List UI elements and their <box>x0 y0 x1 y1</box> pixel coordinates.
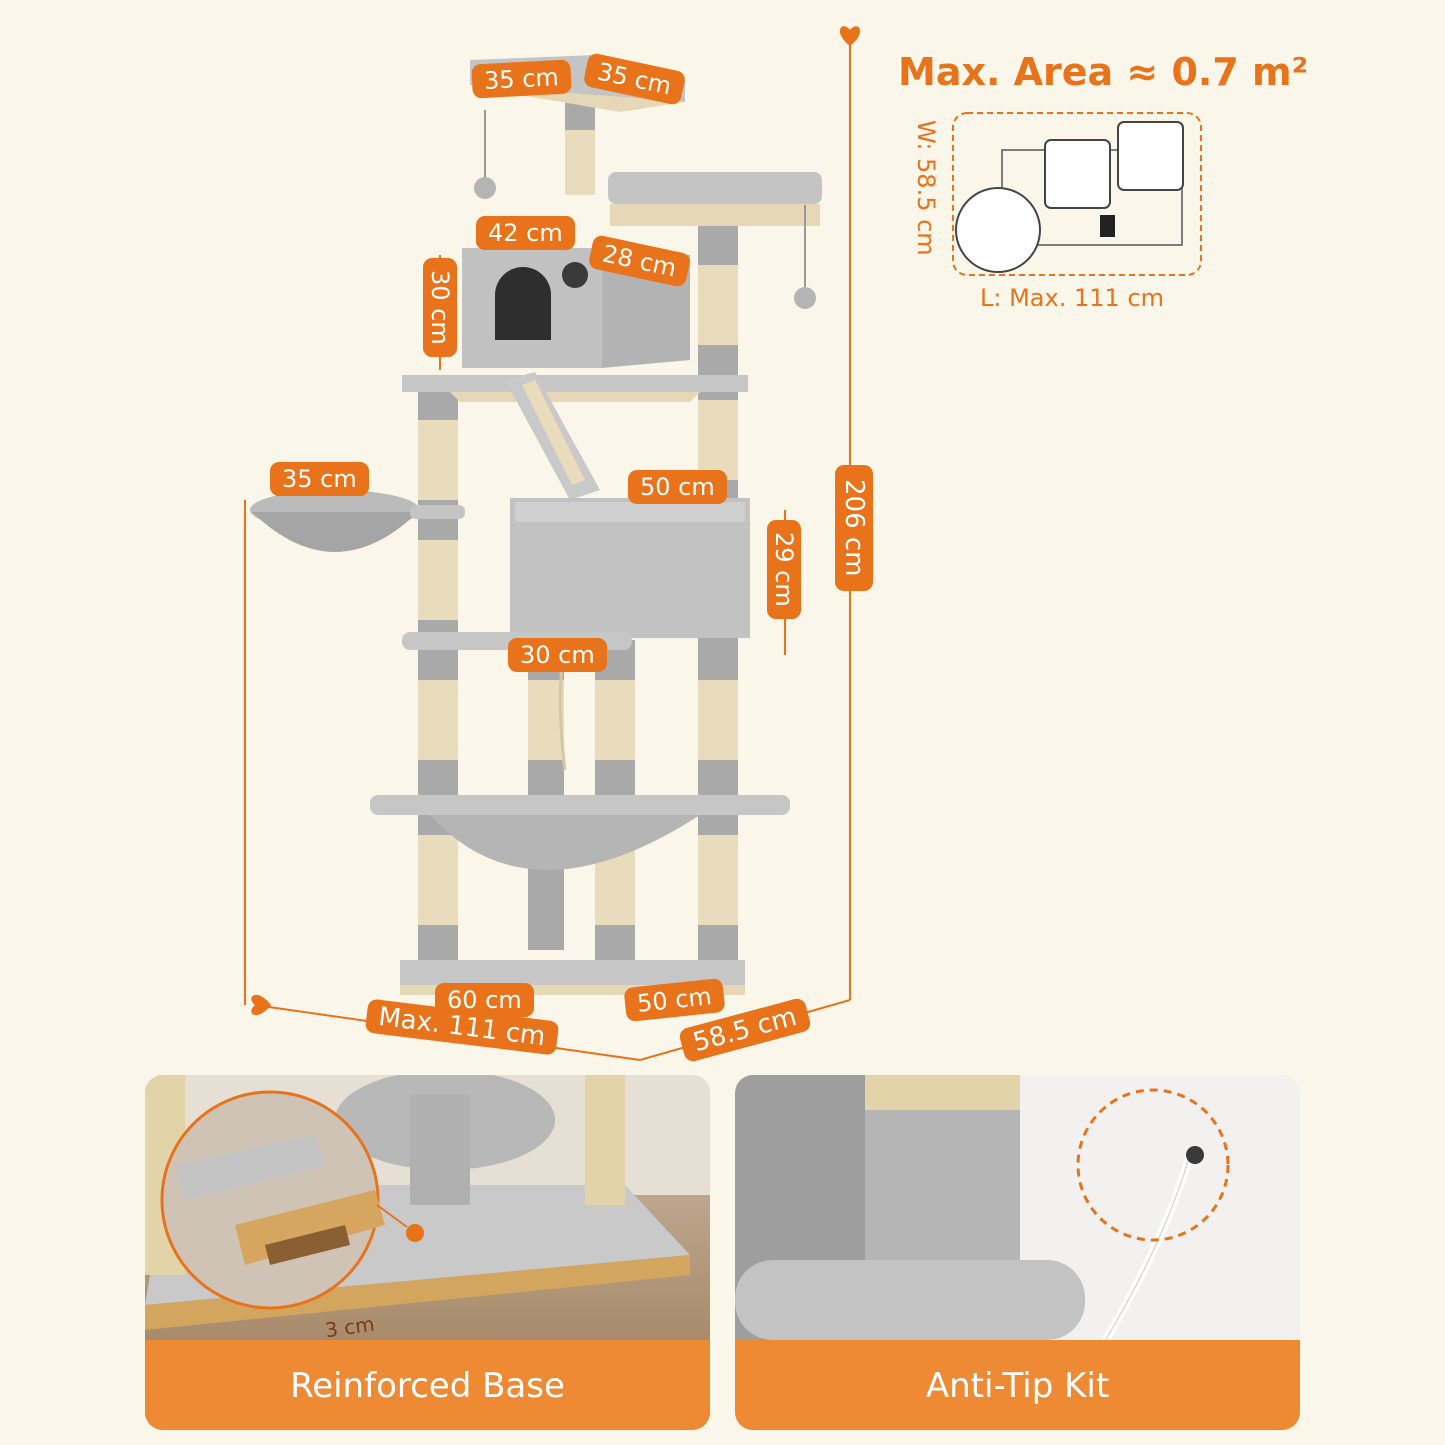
cat-tree-illustration <box>244 26 861 1061</box>
max-area-title: Max. Area ≈ 0.7 m² <box>898 50 1309 94</box>
heart-marker-icon <box>839 26 861 46</box>
footprint-diagram <box>952 112 1202 276</box>
anti-tip-caption: Anti-Tip Kit <box>735 1340 1300 1430</box>
condo-height-dimension: 30 cm <box>423 258 457 357</box>
base-illustration <box>145 1075 710 1330</box>
heart-marker-icon <box>251 994 271 1016</box>
box-width-dimension: 50 cm <box>628 470 727 504</box>
box-height-dimension: 29 cm <box>767 520 801 619</box>
reinforced-base-panel: 3 cm Reinforced Base <box>145 1075 710 1430</box>
platform-width-dimension: 30 cm <box>508 638 607 672</box>
condo-width-dimension: 42 cm <box>476 216 575 250</box>
basket-width-dimension: 35 cm <box>270 462 369 496</box>
footprint-length-label: L: Max. 111 cm <box>980 284 1164 312</box>
footprint-width-label: W: 58.5 cm <box>912 120 940 256</box>
total-height-dimension: 206 cm <box>835 465 873 591</box>
anti-tip-panel: Anti-Tip Kit <box>735 1075 1300 1430</box>
top-perch-left-dimension: 35 cm <box>471 59 572 99</box>
reinforced-base-caption: Reinforced Base <box>145 1340 710 1430</box>
